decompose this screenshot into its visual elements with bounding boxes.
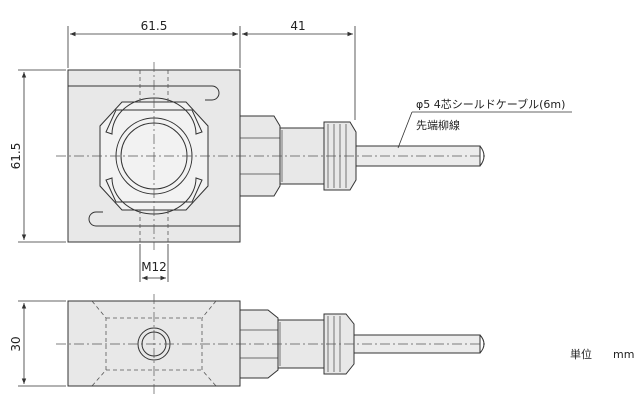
flexure-upper	[105, 97, 203, 135]
flexure-lower	[105, 177, 203, 215]
unit-note: 単位 mm	[570, 347, 634, 361]
bottom-slot	[88, 211, 240, 227]
dimension-thread: M12	[139, 244, 169, 282]
dimension-width: 61.5	[67, 19, 241, 68]
height-label: 61.5	[9, 143, 23, 170]
thickness-label: 30	[9, 336, 23, 351]
cable-callout: φ5 4芯シールドケーブル(6m) 先端柳線	[397, 97, 572, 149]
dimension-connector: 41	[242, 19, 356, 120]
unit-label: 単位	[570, 347, 592, 361]
dimension-height: 61.5	[9, 69, 66, 243]
top-slot	[68, 85, 220, 101]
cable-end-note: 先端柳線	[416, 118, 460, 132]
width-label: 61.5	[141, 19, 168, 33]
dimension-thickness: 30	[9, 300, 66, 387]
connector-length-label: 41	[290, 19, 305, 33]
thread-label: M12	[141, 260, 167, 274]
unit-value: mm	[613, 348, 634, 361]
side-view	[56, 294, 488, 394]
cable-spec: φ5 4芯シールドケーブル(6m)	[416, 97, 565, 111]
front-view	[56, 62, 488, 250]
